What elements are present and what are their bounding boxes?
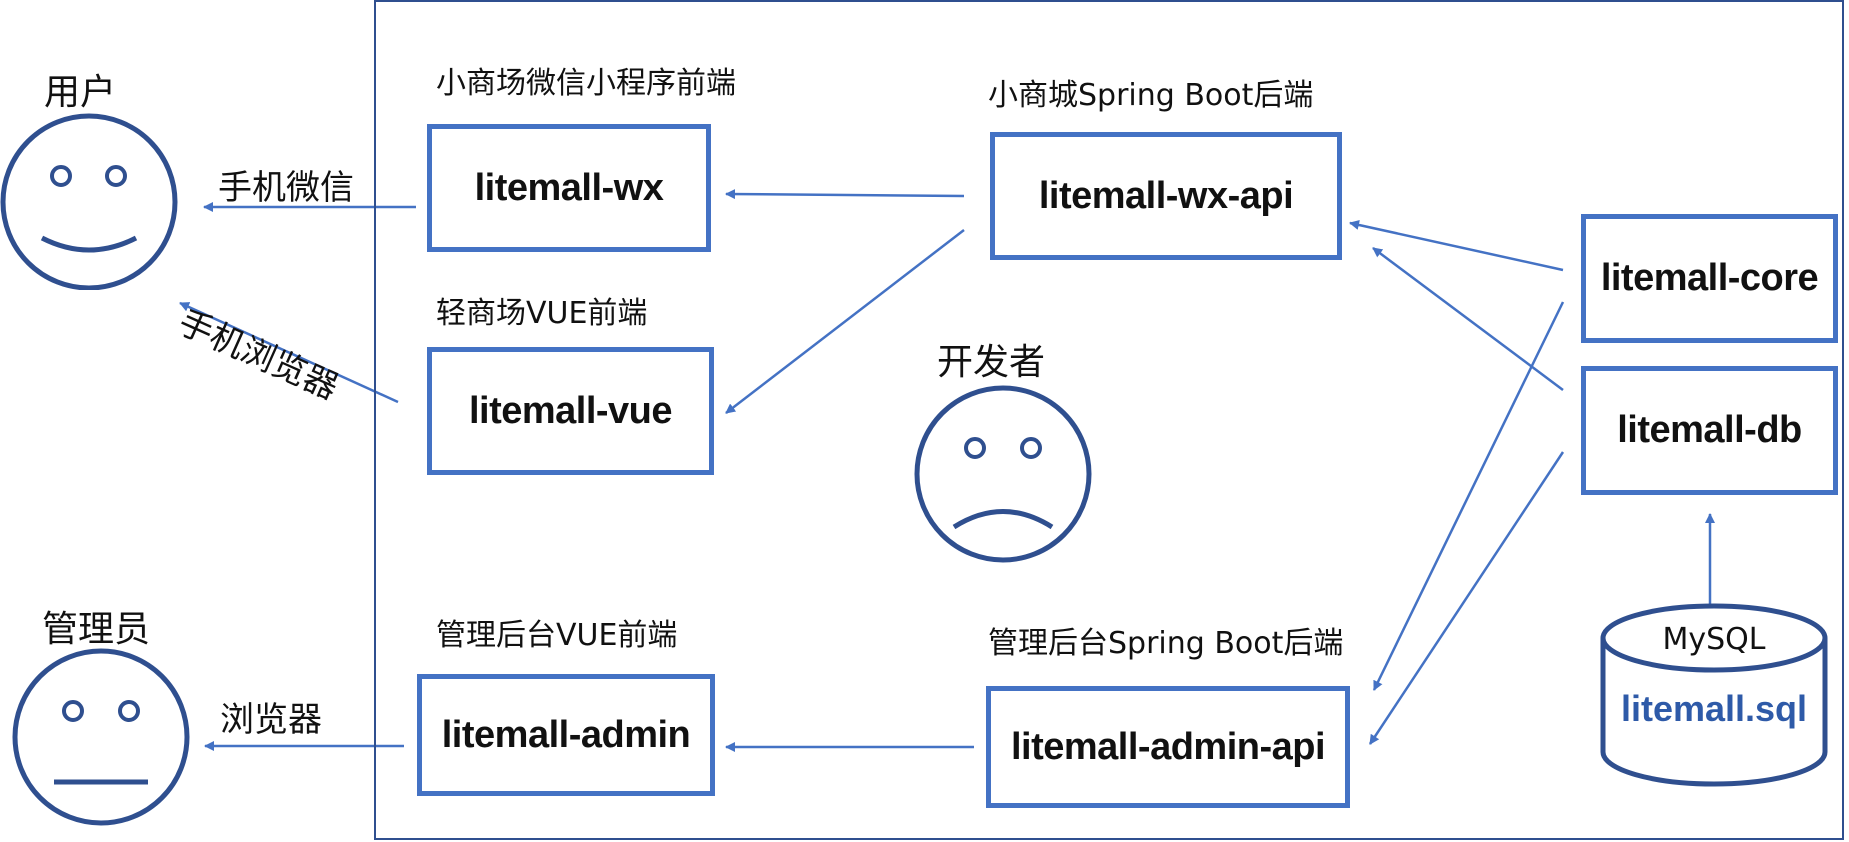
arrow-vue-to-user	[179, 301, 399, 404]
wx-caption: 小商场微信小程序前端	[436, 66, 736, 101]
arrow-core-to-adminapi	[1372, 301, 1565, 691]
neutral-face-icon	[12, 648, 190, 826]
litemall-db-box: litemall-db	[1581, 366, 1838, 495]
admin-label: 管理员	[42, 609, 151, 650]
arrow-db-to-adminapi	[1368, 451, 1565, 745]
happy-face-icon	[0, 113, 178, 290]
litemall-admin-api-box: litemall-admin-api	[986, 686, 1350, 808]
system-boundary	[374, 0, 1844, 840]
litemall-admin-box: litemall-admin	[417, 674, 715, 796]
database-engine-label: MySQL	[1662, 622, 1766, 657]
wechat-channel-label: 手机微信	[218, 168, 354, 208]
litemall-vue-box: litemall-vue	[427, 347, 714, 475]
database-cylinder-icon	[1600, 603, 1828, 787]
browser-channel-label: 浏览器	[220, 700, 322, 740]
vue-caption: 轻商场VUE前端	[436, 296, 648, 331]
litemall-wx-api-box: litemall-wx-api	[990, 132, 1342, 260]
database-file-label: litemall.sql	[1620, 688, 1808, 729]
developer-label: 开发者	[937, 342, 1046, 383]
litemall-wx-box: litemall-wx	[427, 124, 711, 252]
sad-face-icon	[914, 385, 1092, 563]
admin-caption: 管理后台VUE前端	[436, 618, 678, 653]
arrow-wxapi-to-wx	[725, 189, 965, 200]
arrow-core-to-wxapi	[1349, 220, 1564, 272]
wx-api-caption: 小商城Spring Boot后端	[988, 78, 1314, 113]
litemall-core-box: litemall-core	[1581, 214, 1838, 343]
user-label: 用户	[44, 72, 117, 113]
admin-api-caption: 管理后台Spring Boot后端	[988, 626, 1344, 661]
arrow-wxapi-to-vue	[725, 229, 965, 414]
